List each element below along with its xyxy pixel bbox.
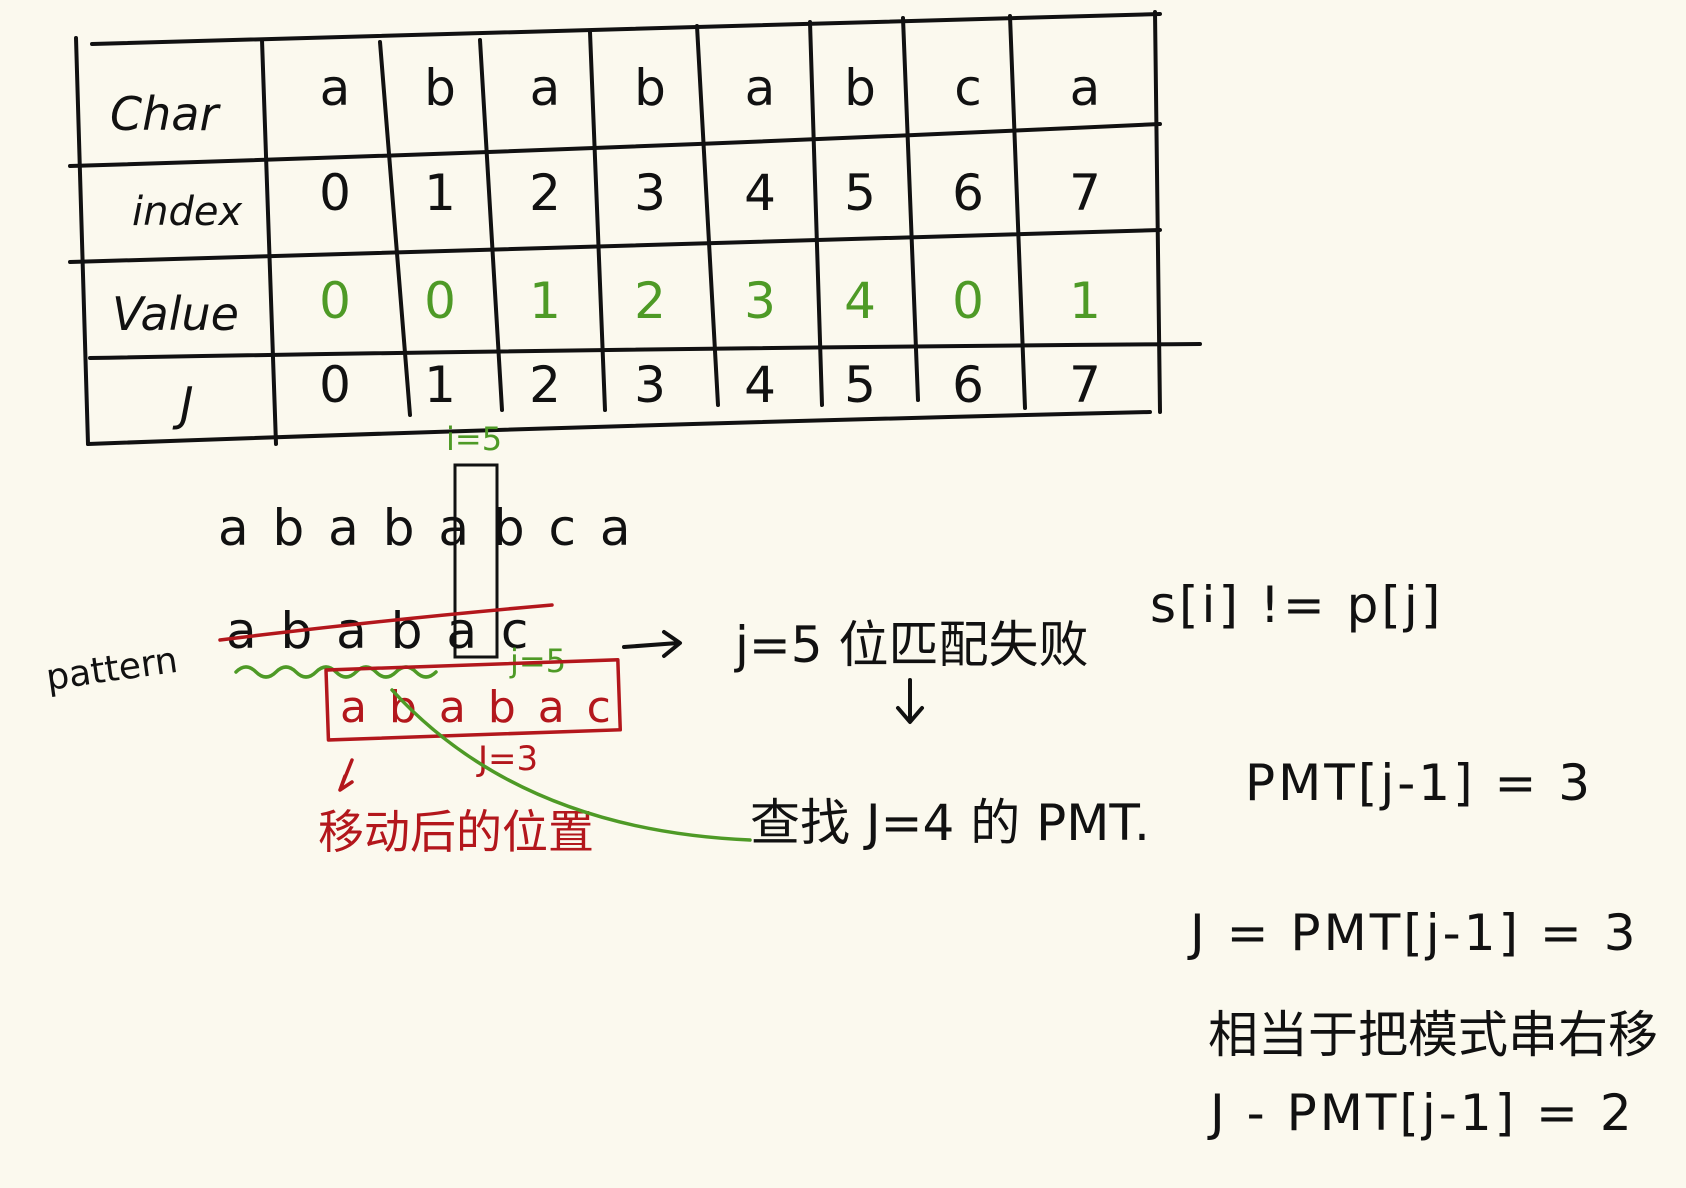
j-cell: 5 <box>844 356 876 414</box>
j-cell: 0 <box>319 356 351 414</box>
j-row: 0 1 2 3 4 5 6 7 <box>319 356 1101 414</box>
shifted-j-label: J=3 <box>476 739 538 779</box>
shifted-pattern: a b a b a c <box>340 682 615 733</box>
shift-amount: J - PMT[j-1] = 2 <box>1207 1084 1635 1142</box>
char-cell: a <box>745 59 776 117</box>
value-cell: 0 <box>424 272 456 330</box>
pmt-result: PMT[j-1] = 3 <box>1245 754 1593 812</box>
char-cell: a <box>320 59 351 117</box>
mismatch-highlight-box <box>453 463 499 659</box>
row-header-index: index <box>132 189 242 235</box>
value-cell: 4 <box>844 272 876 330</box>
lookup-connector <box>390 688 752 842</box>
char-cell: a <box>530 59 561 117</box>
shifted-pattern-box <box>324 658 623 742</box>
value-cell: 3 <box>744 272 776 330</box>
value-cell: 1 <box>529 272 561 330</box>
index-row: 0 1 2 3 4 5 6 7 <box>319 164 1101 222</box>
down-arrow <box>896 678 924 724</box>
moved-position-label: 移动后的位置 <box>318 805 594 859</box>
char-cell: c <box>954 59 982 117</box>
j-cell: 4 <box>744 356 776 414</box>
j-cell: 3 <box>634 356 666 414</box>
pattern-strikethrough <box>218 603 554 642</box>
index-cell: 3 <box>634 164 666 222</box>
down-left-arrow <box>338 758 354 792</box>
pattern-label: pattern <box>44 640 181 699</box>
row-header-j: J <box>172 377 194 431</box>
j-cell: 6 <box>952 356 984 414</box>
char-cell: b <box>634 59 666 117</box>
value-cell: 0 <box>319 272 351 330</box>
table-grid <box>68 10 1202 446</box>
index-cell: 0 <box>319 164 351 222</box>
lookup-text: 查找 J=4 的 PMT. <box>750 794 1150 852</box>
mismatch-text: j=5 位匹配失败 <box>734 616 1089 674</box>
index-cell: 7 <box>1069 164 1101 222</box>
j-cell: 1 <box>424 356 456 414</box>
value-cell: 1 <box>1069 272 1101 330</box>
char-cell: a <box>1070 59 1101 117</box>
value-row: 0 0 1 2 3 4 0 1 <box>319 272 1101 330</box>
j-cell: 2 <box>529 356 561 414</box>
index-cell: 2 <box>529 164 561 222</box>
row-header-char: Char <box>110 87 221 141</box>
shift-note: 相当于把模式串右移 <box>1208 1006 1658 1064</box>
right-arrow <box>622 630 682 658</box>
row-header-value: Value <box>112 287 239 341</box>
new-j-formula: J = PMT[j-1] = 3 <box>1187 904 1639 962</box>
char-cell: b <box>424 59 456 117</box>
text-string: a b a b a b c a <box>218 499 635 557</box>
j-cell: 7 <box>1069 356 1101 414</box>
mismatch-condition: s[i] != p[j] <box>1150 576 1443 634</box>
index-cell: 6 <box>952 164 984 222</box>
value-cell: 2 <box>634 272 666 330</box>
index-cell: 1 <box>424 164 456 222</box>
value-cell: 0 <box>952 272 984 330</box>
i-label: i=5 <box>446 420 502 458</box>
index-cell: 4 <box>744 164 776 222</box>
char-cell: b <box>844 59 876 117</box>
index-cell: 5 <box>844 164 876 222</box>
